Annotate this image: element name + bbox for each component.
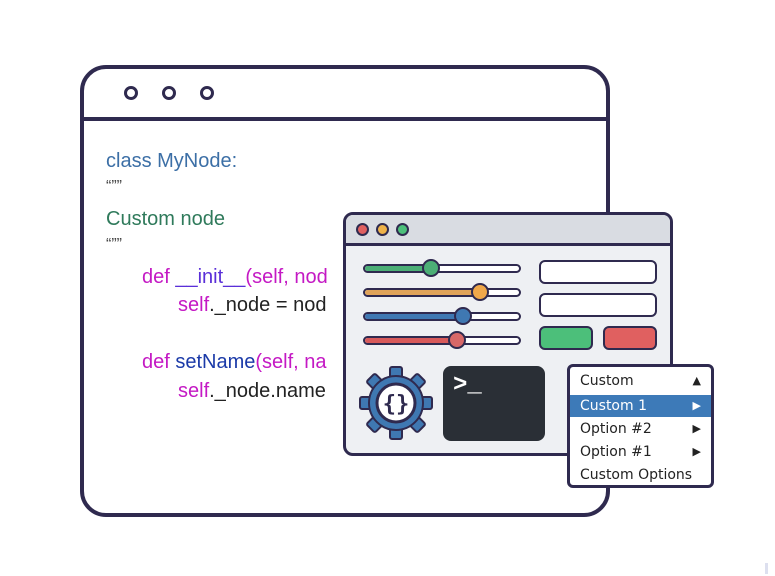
terminal-preview[interactable]: >_ — [443, 366, 545, 441]
slider-1-fill — [365, 266, 432, 271]
code-line-def-init: def __init__(self, nod — [142, 265, 328, 289]
text-field-1[interactable] — [539, 260, 657, 284]
slider-3-knob[interactable] — [453, 307, 472, 325]
window-dot-2[interactable] — [162, 86, 176, 100]
panel-maximize-dot[interactable] — [396, 223, 409, 236]
slider-1-knob[interactable] — [422, 259, 441, 277]
window-dot-1[interactable] — [124, 86, 138, 100]
code-docstring-open: “”” — [106, 178, 122, 195]
chevron-right-icon: ▶ — [692, 422, 701, 435]
slider-1[interactable] — [363, 259, 521, 277]
terminal-prompt-icon: >_ — [453, 372, 482, 399]
code-line-def-setname: def setName(self, na — [142, 350, 327, 374]
menu-item-option-1[interactable]: Option #1 ▶ — [570, 441, 711, 463]
decorative-divider — [765, 563, 768, 574]
slider-4-fill — [365, 338, 457, 343]
code-line-body-setname: self._node.name — [178, 379, 326, 403]
menu-item-option-2[interactable]: Option #2 ▶ — [570, 418, 711, 440]
code-init-name: __init__ — [175, 266, 246, 288]
window-dot-3[interactable] — [200, 86, 214, 100]
menu-item-label: Option #1 — [580, 444, 652, 460]
code-self: self — [178, 380, 210, 402]
code-setname-args: (self, na — [255, 351, 327, 373]
code-window-titlebar — [84, 69, 606, 121]
text-field-2[interactable] — [539, 293, 657, 317]
slider-3-fill — [365, 314, 463, 319]
code-def-keyword: def — [142, 351, 176, 373]
code-gear-icon: {} — [358, 365, 434, 446]
confirm-button[interactable] — [539, 326, 593, 350]
code-assign: ._node = nod — [209, 294, 327, 316]
dropdown-header[interactable]: Custom ▲ — [570, 370, 711, 392]
menu-item-label: Custom Options — [580, 467, 693, 483]
dropdown-menu: Custom ▲ Custom 1 ▶ Option #2 ▶ Option #… — [567, 364, 714, 488]
slider-4[interactable] — [363, 331, 521, 349]
slider-4-knob[interactable] — [447, 331, 466, 349]
code-setname-name: setName — [175, 351, 256, 373]
slider-3[interactable] — [363, 307, 521, 325]
code-def-keyword: def — [142, 266, 176, 288]
slider-2-knob[interactable] — [471, 283, 490, 301]
code-init-args: (self, nod — [245, 266, 328, 288]
properties-panel-window: {} >_ — [343, 212, 673, 456]
code-line-body-init: self._node = nod — [178, 293, 326, 317]
panel-titlebar — [346, 215, 670, 246]
code-docstring-text: Custom node — [106, 208, 225, 230]
code-name-assign: ._node.name — [209, 380, 326, 402]
menu-item-label: Custom 1 — [580, 398, 647, 414]
panel-close-dot[interactable] — [356, 223, 369, 236]
cancel-button[interactable] — [603, 326, 657, 350]
dropdown-header-label: Custom — [580, 373, 634, 389]
menu-item-custom-options[interactable]: Custom Options — [570, 464, 711, 485]
code-line-class: class MyNode: — [106, 150, 238, 172]
slider-2[interactable] — [363, 283, 521, 301]
panel-minimize-dot[interactable] — [376, 223, 389, 236]
chevron-up-icon: ▲ — [692, 374, 701, 387]
code-self: self — [178, 294, 210, 316]
menu-item-custom-1[interactable]: Custom 1 ▶ — [570, 395, 711, 417]
slider-2-fill — [365, 290, 481, 295]
svg-text:{}: {} — [383, 392, 410, 417]
code-docstring-close: “”” — [106, 236, 122, 253]
menu-item-label: Option #2 — [580, 421, 652, 437]
chevron-right-icon: ▶ — [692, 399, 701, 412]
chevron-right-icon: ▶ — [692, 445, 701, 458]
